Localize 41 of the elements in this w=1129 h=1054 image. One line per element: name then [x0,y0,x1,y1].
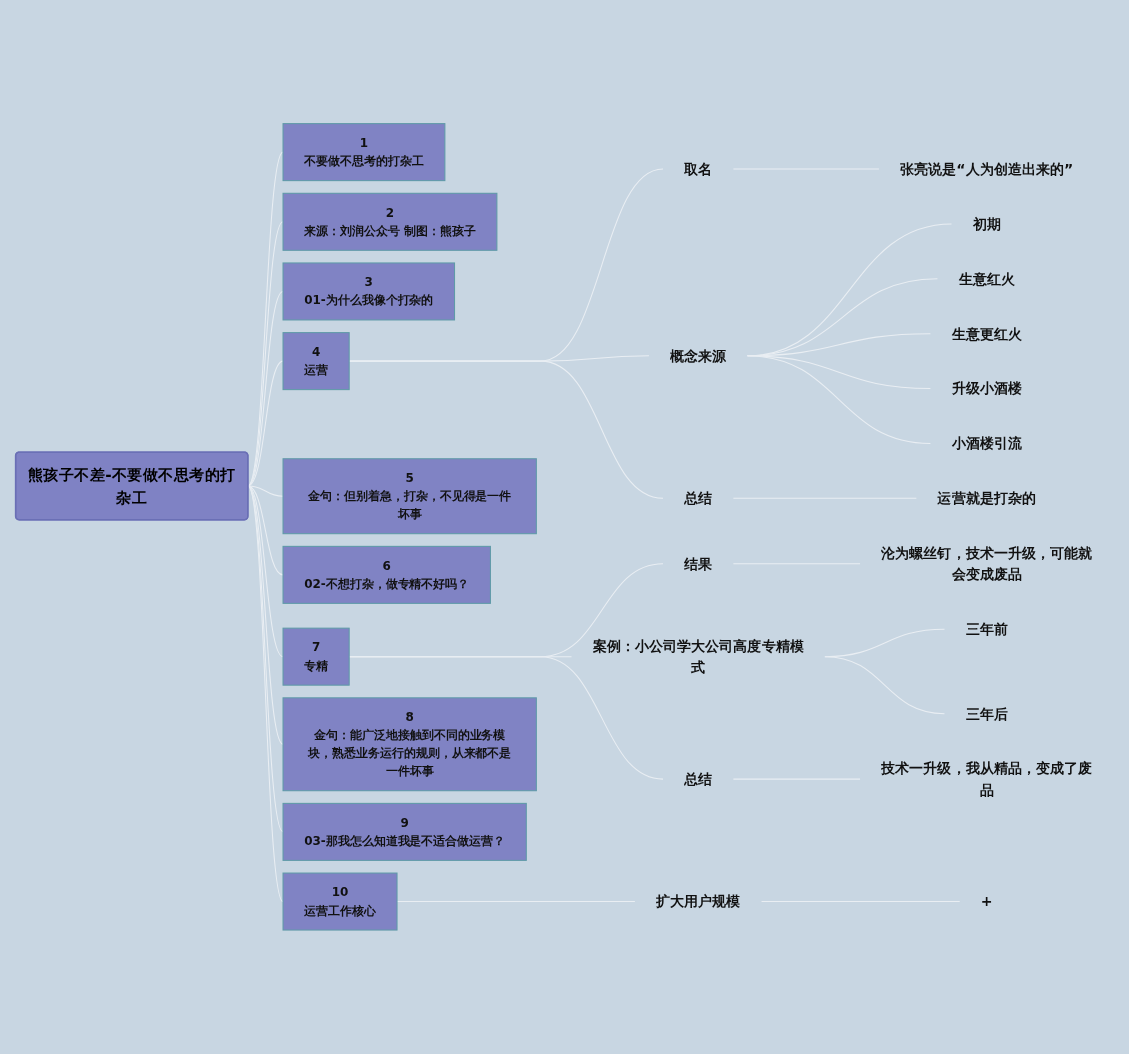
node-box: 6 02-不想打杂，做专精不好吗？ [282,546,491,605]
connector [761,901,961,903]
node-text: 案例：小公司学大公司高度专精模式 [592,637,804,676]
connector [247,485,284,497]
node-text: 生意更红火 [951,325,1022,343]
connector [247,485,284,658]
node-box: 4 运营 [282,332,350,391]
node-text: 三年后 [965,705,1008,723]
connector [247,360,284,487]
connector [247,485,284,745]
node-text: 总结 [684,770,713,788]
node-text: 张亮说是“人为创造出来的” [900,160,1074,178]
node-text: 概念来源 [670,347,727,365]
node-text: + [980,893,993,911]
node-box: 1 不要做不思考的打杂工 [282,123,446,182]
node-text: 生意红火 [958,270,1015,288]
connector [247,485,284,833]
node-box: 7 专精 [282,627,350,686]
connector [247,291,284,487]
connector [247,221,284,487]
node-box: 8 金句：能广泛地接触到不同的业务模块，熟悉业务运行的规则，从来都不是一件坏事 [282,697,537,792]
node-text: 结果 [684,555,713,573]
node-text: 总结 [684,490,713,507]
node-text: 沦为螺丝钉，技术一升级，可能就会变成废品 [881,544,1093,583]
node-box: 9 03-那我怎么知道我是不适合做运营？ [282,803,527,862]
node-text: 取名 [684,160,713,178]
connector [247,151,284,487]
node-text: 技术一升级，我从精品，变成了废品 [881,760,1093,799]
connector [247,485,284,903]
node-box: 5 金句：但别着急，打杂，不见得是一件坏事 [282,458,537,535]
node-box: 10 运营工作核心 [282,872,398,931]
connector [247,485,284,576]
node-text: 运营就是打杂的 [937,490,1036,507]
node-text: 升级小酒楼 [951,380,1022,398]
node-text: 三年前 [965,620,1008,638]
node-text: 扩大用户规模 [655,893,741,911]
node-text: 初期 [972,215,1001,233]
node-text: 小酒楼引流 [951,435,1022,453]
node-box: 2 来源：刘润公众号 制图：熊孩子 [282,192,498,251]
connector [824,656,945,715]
node-box: 3 01-为什么我像个打杂的 [282,262,456,321]
